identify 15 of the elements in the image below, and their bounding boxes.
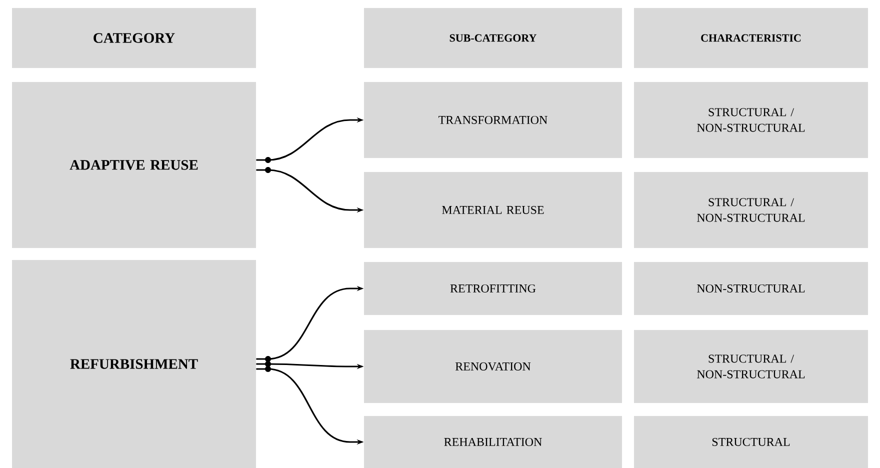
header-box: SUB-CATEGORY — [364, 8, 622, 68]
category-box: REFURBISHMENT — [12, 260, 256, 468]
header-box: CATEGORY — [12, 8, 256, 68]
table-box: MATERIAL REUSE — [364, 172, 622, 248]
table-box: STRUCTURAL / NON-STRUCTURAL — [634, 330, 868, 403]
table-box: STRUCTURAL / NON-STRUCTURAL — [634, 172, 868, 248]
header-box: CHARACTERISTIC — [634, 8, 868, 68]
table-box: STRUCTURAL — [634, 416, 868, 468]
table-box: RENOVATION — [364, 330, 622, 403]
category-box: ADAPTIVE REUSE — [12, 82, 256, 248]
table-box: REHABILITATION — [364, 416, 622, 468]
table-box: NON-STRUCTURAL — [634, 262, 868, 315]
table-box: TRANSFORMATION — [364, 82, 622, 158]
table-box: STRUCTURAL / NON-STRUCTURAL — [634, 82, 868, 158]
table-box: RETROFITTING — [364, 262, 622, 315]
